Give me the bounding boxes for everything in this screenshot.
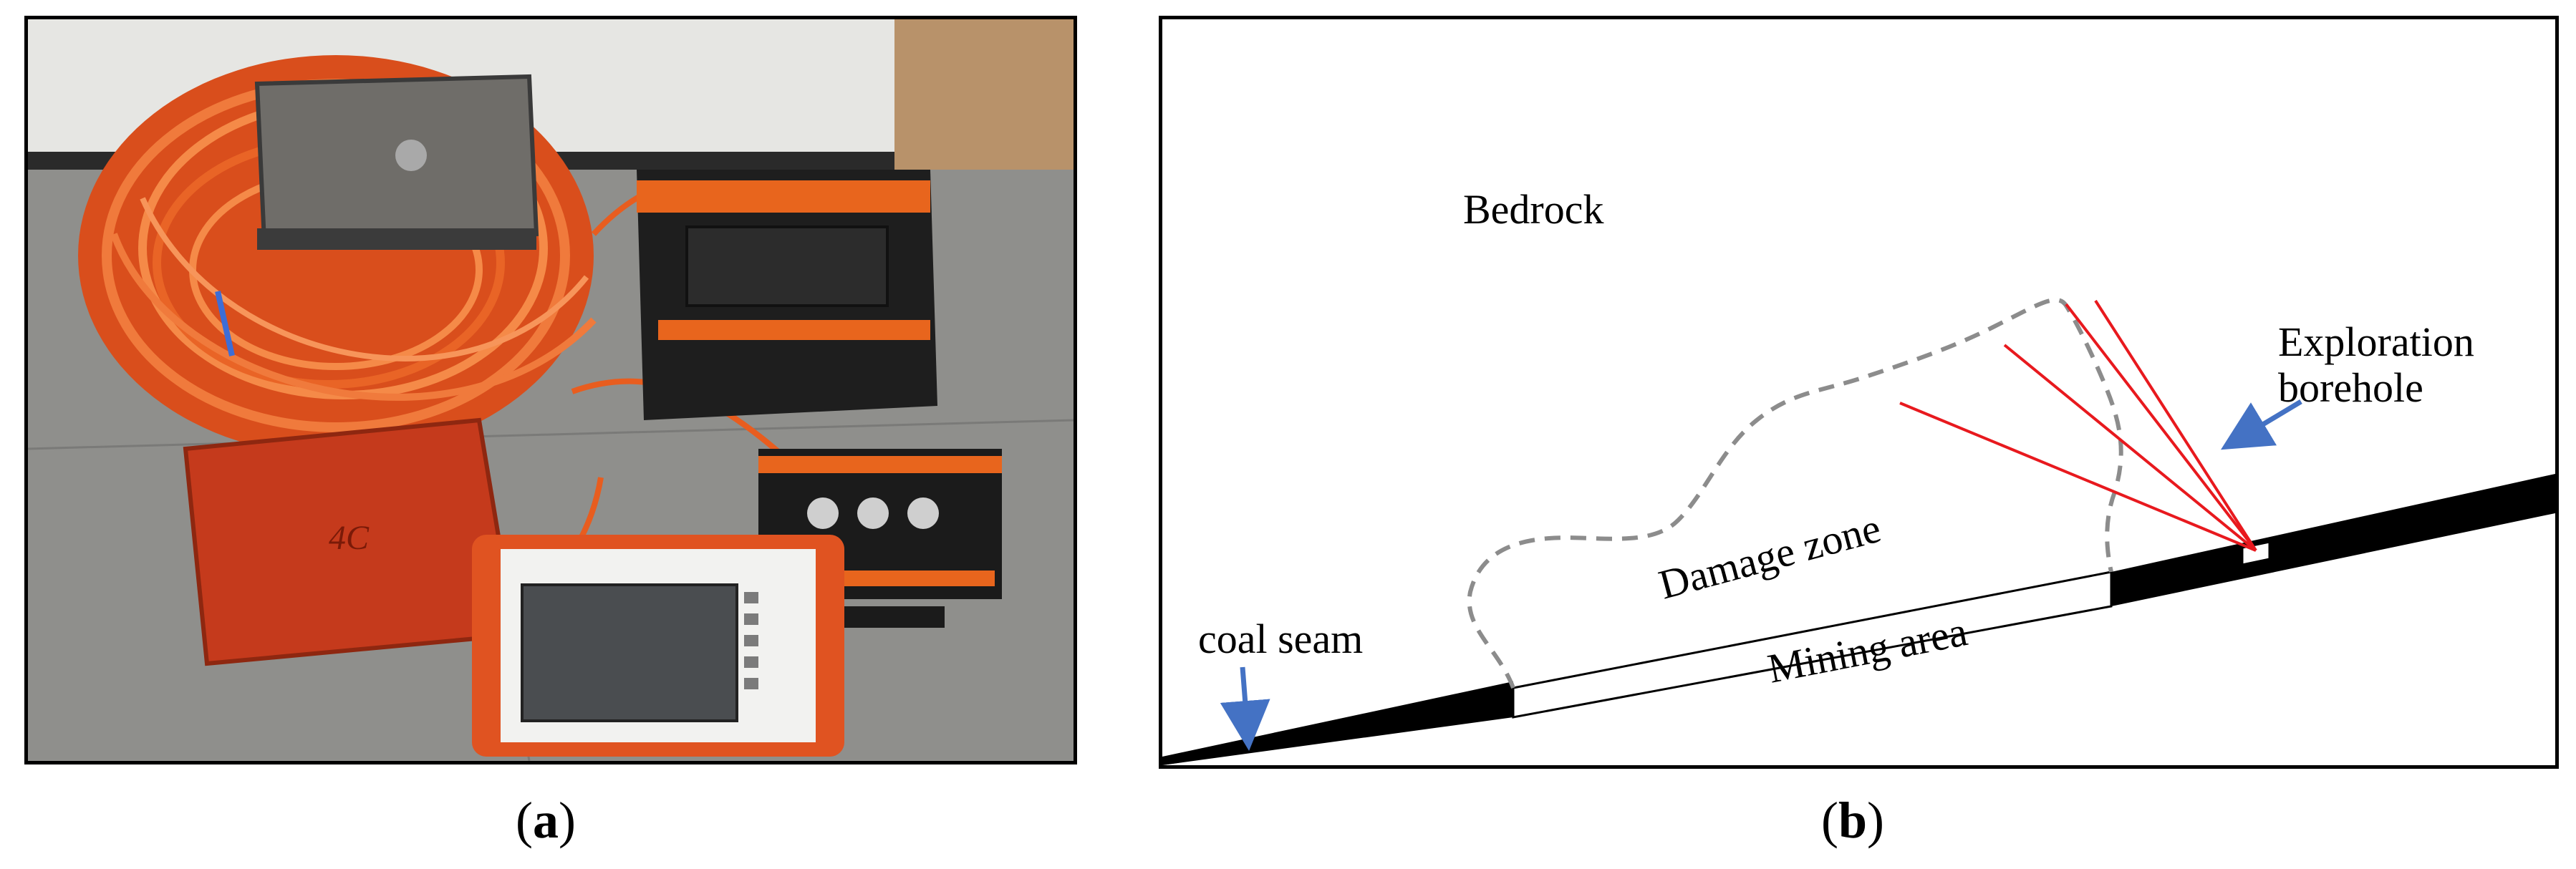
damage-zone-outline	[1467, 298, 2123, 689]
label-a-open: (	[516, 792, 533, 849]
label-b-close: )	[1867, 792, 1885, 849]
label-b-open: (	[1821, 792, 1838, 849]
borehole-line-2	[2003, 344, 2257, 552]
equipment-illustration: 4C	[28, 19, 1074, 761]
label-b-letter: b	[1838, 792, 1868, 849]
bedrock-label: Bedrock	[1463, 186, 1604, 233]
coal-seam-label: coal seam	[1198, 616, 1363, 662]
damage-zone-label: Damage zone	[1654, 505, 1886, 608]
handheld-instrument	[472, 535, 844, 757]
borehole-lines	[1899, 299, 2257, 552]
borehole-arrow	[2220, 399, 2302, 450]
mining-area	[1512, 571, 2113, 719]
laptop	[254, 74, 539, 250]
cross-section-svg: Bedrock Exploration borehole Damage zone…	[1162, 186, 2555, 765]
label-a-close: )	[558, 792, 576, 849]
coal-seam-right	[2111, 474, 2555, 606]
panel-label-a: (a)	[516, 791, 576, 850]
borehole-line-3	[2065, 303, 2257, 552]
panel-label-b: (b)	[1821, 791, 1884, 850]
large-black-case	[637, 170, 937, 420]
coal-seam-left-body	[1162, 681, 1513, 765]
exploration-label-line2: borehole	[2278, 364, 2423, 411]
svg-text:4C: 4C	[329, 519, 370, 557]
small-black-case	[758, 449, 1002, 628]
borehole-line-4	[2094, 299, 2257, 552]
coal-seam-arrow	[1220, 666, 1270, 751]
red-clipboard: 4C	[183, 417, 518, 666]
equipment-photo: 4C	[24, 16, 1077, 764]
borehole-line-1	[1899, 402, 2257, 552]
label-a-letter: a	[532, 792, 559, 849]
schematic-diagram: Bedrock Exploration borehole Damage zone…	[1159, 16, 2559, 769]
exploration-label-line1: Exploration	[2278, 319, 2474, 365]
